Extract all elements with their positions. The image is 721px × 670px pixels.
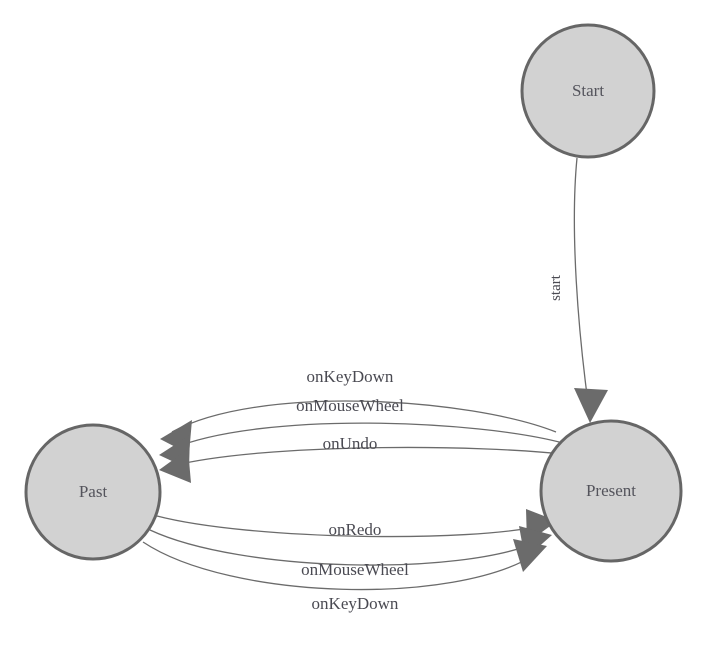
node-label: Past xyxy=(79,482,108,501)
node-label: Present xyxy=(586,481,636,500)
edge-line xyxy=(171,446,571,467)
edge-edge-present-onkeydown[interactable] xyxy=(142,539,547,591)
edges-layer xyxy=(142,157,608,591)
edge-line xyxy=(156,515,546,538)
edge-label: onUndo xyxy=(323,434,378,453)
node-present[interactable]: Present xyxy=(539,419,683,563)
edge-label: start xyxy=(548,274,564,301)
node-label: Start xyxy=(572,81,604,100)
edge-edge-start-present[interactable] xyxy=(573,157,608,423)
node-circle xyxy=(539,419,683,563)
edge-line xyxy=(170,422,564,450)
edge-labels-layer: start onKeyDown onMouseWheel onUndo onRedo on… xyxy=(296,274,564,613)
edge-label: onMouseWheel xyxy=(296,396,404,415)
arrow-head-icon xyxy=(513,539,547,572)
node-start[interactable]: Start xyxy=(520,23,656,159)
edge-line xyxy=(171,400,557,433)
edge-line xyxy=(142,541,537,591)
edge-label: onMouseWheel xyxy=(301,560,409,579)
edge-line xyxy=(149,529,541,566)
node-circle xyxy=(24,423,162,561)
arrow-head-icon xyxy=(159,449,191,483)
edge-label: onKeyDown xyxy=(307,367,394,386)
node-past[interactable]: Past xyxy=(24,423,162,561)
arrow-head-icon xyxy=(574,388,608,423)
node-circle xyxy=(520,23,656,159)
edge-line xyxy=(573,157,590,411)
edge-edge-past-onundo[interactable] xyxy=(159,446,571,483)
edge-label: onRedo xyxy=(329,520,382,539)
edge-label: onKeyDown xyxy=(312,594,399,613)
